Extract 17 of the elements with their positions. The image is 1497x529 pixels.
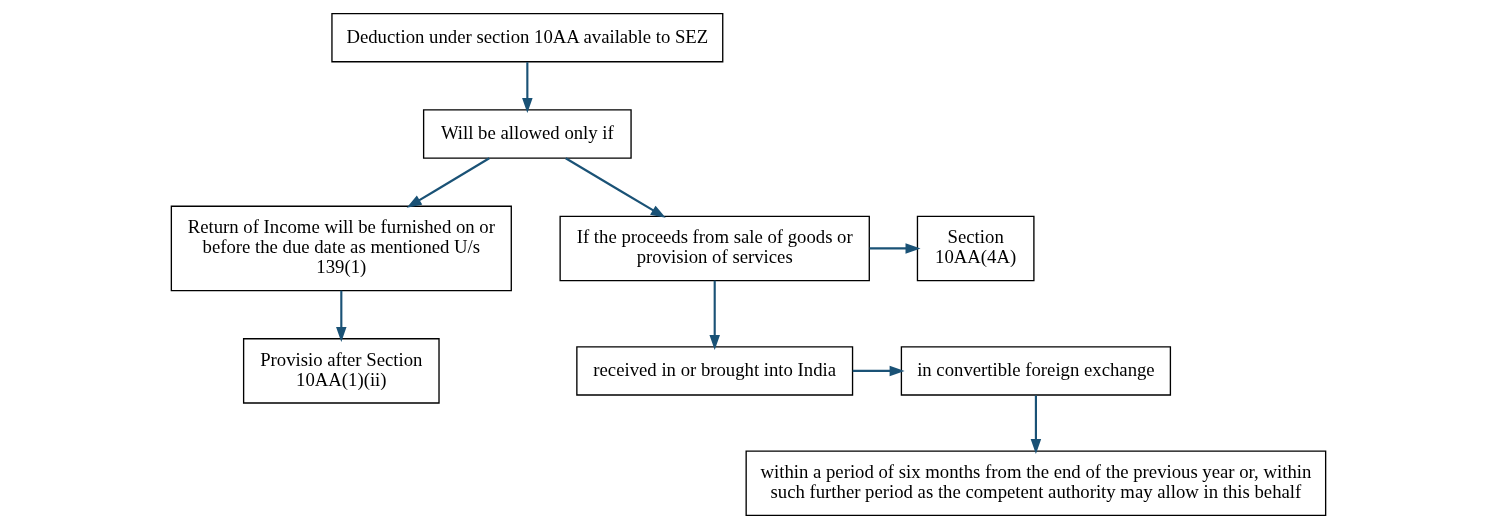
- arrow: [869, 243, 921, 254]
- arrow: [406, 157, 490, 208]
- node-box: Deduction under section 10AA available to SEZ: [331, 12, 724, 63]
- arrow: [852, 365, 905, 377]
- node-box: Will be allowed only if: [422, 109, 632, 159]
- node-box: Provisio after Section 10AA(1)(ii): [242, 338, 440, 404]
- node-box: within a period of six months from the end of the previous year or, within such further period as the competent authority may allow in this behalf: [745, 450, 1327, 517]
- arrow: [522, 62, 533, 114]
- node-box: If the proceeds from sale of goods or provision of services: [559, 215, 870, 282]
- node-box: Return of Income will be furnished on or before the due date as mentioned U/s 139(1): [170, 205, 512, 292]
- arrow: [709, 280, 720, 350]
- arrow: [336, 290, 347, 342]
- node-box: in convertible foreign exchange: [900, 346, 1172, 396]
- arrow: [565, 157, 666, 218]
- node-box: received in or brought into India: [576, 346, 854, 396]
- node-box: Section 10AA(4A): [916, 215, 1035, 282]
- arrow: [1030, 395, 1042, 455]
